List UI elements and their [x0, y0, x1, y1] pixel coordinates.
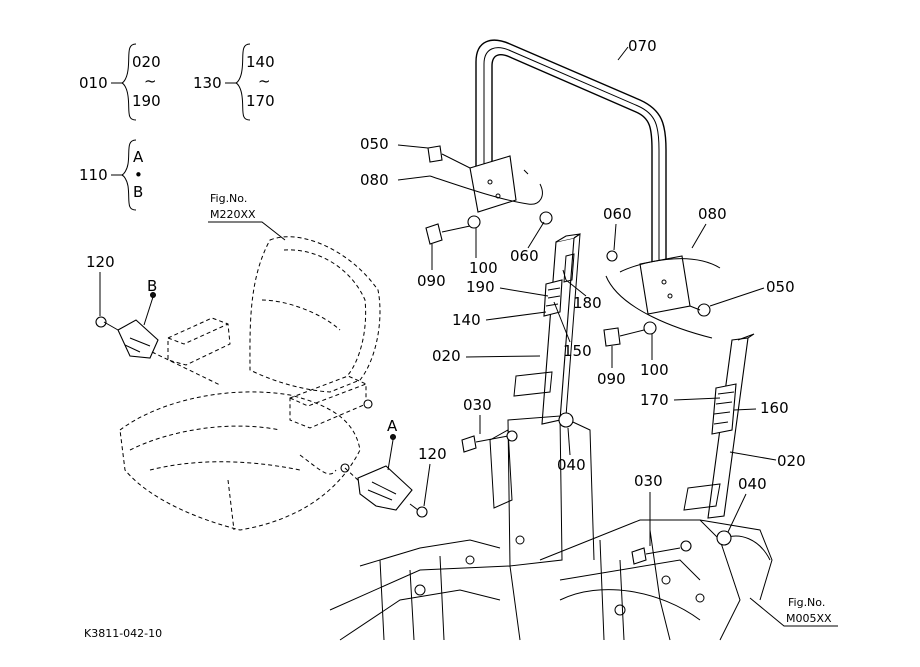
left-bracket	[425, 145, 553, 245]
legend-range3-dot: •	[134, 166, 143, 184]
callout-140: 140	[452, 311, 481, 329]
fig-ref-seat-line1: Fig.No.	[210, 192, 247, 205]
tractor-frame	[329, 415, 773, 641]
seat-outline	[119, 236, 381, 531]
callout-080-left: 080	[360, 171, 389, 189]
legend-range2-to: 170	[246, 92, 275, 110]
legend-range1-tilde: ~	[144, 72, 157, 90]
bolt-120-bottom	[416, 506, 428, 518]
callout-170: 170	[640, 391, 669, 409]
callout-100-right: 100	[640, 361, 669, 379]
callout-080-right: 080	[698, 205, 727, 223]
fig-ref-frame-leader	[749, 597, 838, 627]
legend-range1-id: 010	[79, 74, 108, 92]
callout-020-left: 020	[432, 347, 461, 365]
dot-a	[390, 434, 396, 440]
legend-range3-a: A	[133, 148, 144, 166]
legend-brace-2	[225, 43, 251, 121]
legend-range2-from: 140	[246, 53, 275, 71]
mount-hardware	[461, 412, 732, 565]
fig-ref-frame-line2: M005XX	[786, 612, 832, 625]
callout-020-right: 020	[777, 452, 806, 470]
fig-ref-seat-line2: M220XX	[210, 208, 256, 221]
switch-b	[95, 292, 221, 386]
legend-range2-tilde: ~	[258, 72, 271, 90]
callout-b: B	[147, 277, 157, 295]
callout-100-left: 100	[469, 259, 498, 277]
callouts: 070 050 080 060 090 100 190 180 140 150 …	[86, 37, 806, 546]
callout-060-left: 060	[510, 247, 539, 265]
right-post-020	[683, 333, 755, 519]
callout-070: 070	[628, 37, 657, 55]
callout-160: 160	[760, 399, 789, 417]
legend-range3-b: B	[133, 183, 143, 201]
callout-120-top: 120	[86, 253, 115, 271]
legend-brace-1	[111, 43, 137, 121]
switch-a	[344, 434, 428, 518]
rops-bar-070	[475, 39, 667, 288]
callout-040-right: 040	[738, 475, 767, 493]
callout-030-left: 030	[463, 396, 492, 414]
callout-150: 150	[563, 342, 592, 360]
legend-range3-id: 110	[79, 166, 108, 184]
callout-050-right: 050	[766, 278, 795, 296]
fig-ref-seat-leader	[208, 221, 286, 241]
fig-ref-frame-line1: Fig.No.	[788, 596, 825, 609]
callout-090-right: 090	[597, 370, 626, 388]
fig-ref-frame: Fig.No. M005XX	[749, 596, 838, 627]
right-bracket	[603, 250, 721, 347]
callout-040-left: 040	[557, 456, 586, 474]
drawing-code: K3811-042-10	[84, 627, 162, 640]
callout-120-bottom: 120	[418, 445, 447, 463]
callout-a: A	[387, 417, 398, 435]
callout-190: 190	[466, 278, 495, 296]
fig-ref-seat: Fig.No. M220XX	[208, 192, 286, 241]
legend-group: 010 020 ~ 190 130 140 ~ 170 110 A • B	[79, 43, 275, 211]
bolt-120-top	[95, 316, 107, 328]
legend-range1-from: 020	[132, 53, 161, 71]
legend-brace-3	[111, 139, 137, 211]
callout-050-left: 050	[360, 135, 389, 153]
legend-range1-to: 190	[132, 92, 161, 110]
callout-090-left: 090	[417, 272, 446, 290]
callout-060-right: 060	[603, 205, 632, 223]
callout-180: 180	[573, 294, 602, 312]
legend-range2-id: 130	[193, 74, 222, 92]
callout-030-right: 030	[634, 472, 663, 490]
